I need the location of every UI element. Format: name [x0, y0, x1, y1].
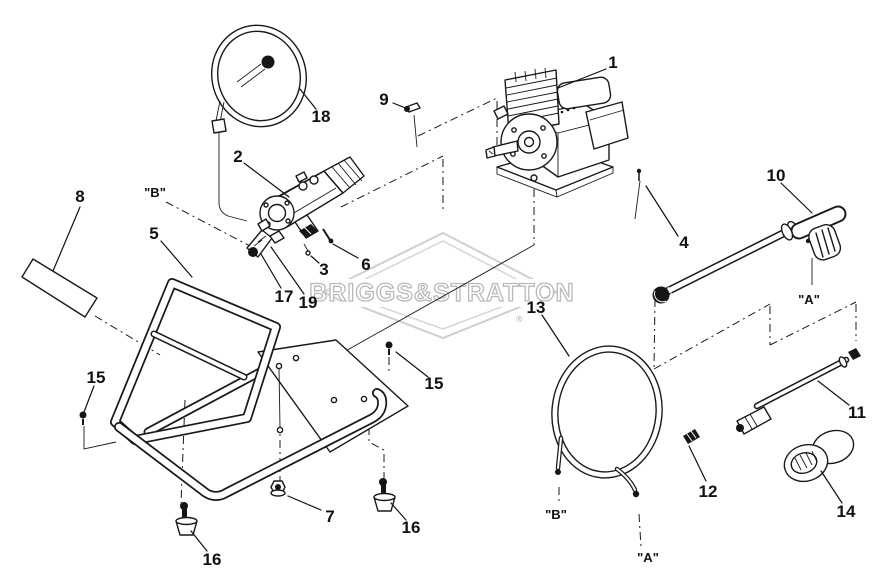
- callout-15-right: 15: [425, 374, 444, 393]
- recoil-grip: [493, 105, 509, 120]
- callout-1: 1: [608, 53, 617, 72]
- callout-15-left: 15: [87, 368, 106, 387]
- bolt-15-left: [79, 411, 87, 425]
- callout-13: 13: [527, 298, 546, 317]
- callout-19: 19: [299, 293, 318, 312]
- callout-17: 17: [275, 287, 294, 306]
- high-pressure-hose: [551, 345, 663, 498]
- callout-4: 4: [679, 233, 689, 252]
- spray-gun: [652, 205, 847, 304]
- screw-3: [305, 250, 311, 256]
- callout-9: 9: [379, 90, 388, 109]
- callout-7: 7: [325, 507, 334, 526]
- wand: [736, 348, 861, 435]
- fuel-tank: [585, 101, 629, 150]
- hose-fitting: [211, 118, 227, 134]
- hose-end-a: [632, 490, 640, 498]
- callout-16-left: 16: [203, 550, 222, 569]
- briggs-stratton-watermark: BRIGGS&STRATTON ®: [309, 231, 574, 340]
- engine: [485, 67, 629, 198]
- callout-18: 18: [312, 107, 331, 126]
- watermark-registered: ®: [516, 314, 523, 324]
- nut-7: [270, 480, 286, 497]
- callout-16-right: 16: [402, 518, 421, 537]
- callouts: 1 2 3 4 5 6 7 8 9 10 11 12 13 14 15 15 1…: [75, 53, 866, 569]
- callout-11: 11: [848, 403, 866, 422]
- frame: [110, 278, 409, 501]
- callout-8: 8: [75, 187, 84, 206]
- callout-a-hose: "A": [637, 550, 659, 565]
- bolt-15-right: [385, 341, 393, 355]
- air-cleaner: [556, 76, 612, 110]
- callout-a-gun: "A": [798, 292, 820, 307]
- gun-butt-cap: [652, 286, 670, 304]
- nozzle: [683, 429, 700, 444]
- nozzle-holder: [783, 429, 855, 483]
- callout-10: 10: [767, 166, 786, 185]
- foot-16-right: [373, 478, 396, 512]
- bolt-9: [404, 102, 421, 113]
- alignment-lines: [83, 97, 857, 548]
- callout-2: 2: [233, 147, 242, 166]
- flywheel-face: [500, 113, 558, 171]
- callout-b-hose: "B": [545, 507, 567, 522]
- leader-lines: [52, 68, 850, 552]
- siphon-hose: [210, 24, 308, 134]
- callout-6: 6: [361, 255, 370, 274]
- callout-12: 12: [699, 482, 718, 501]
- callout-5: 5: [149, 224, 158, 243]
- hose-end-b: [555, 469, 561, 475]
- watermark-text: BRIGGS&STRATTON: [309, 279, 574, 307]
- bolt-6: [322, 228, 331, 241]
- decal-plate: [21, 258, 98, 318]
- hose-filter-ball: [261, 55, 275, 69]
- bolt-4: [636, 168, 642, 181]
- foot-16-left: [175, 502, 198, 536]
- trigger: [808, 224, 842, 261]
- callout-b-pump: "B": [144, 185, 166, 200]
- hardware: [79, 102, 642, 536]
- wand-tip: [848, 348, 861, 360]
- callout-3: 3: [319, 260, 328, 279]
- callout-14: 14: [837, 502, 856, 521]
- pump: [246, 156, 365, 258]
- fitting-19: [269, 230, 285, 244]
